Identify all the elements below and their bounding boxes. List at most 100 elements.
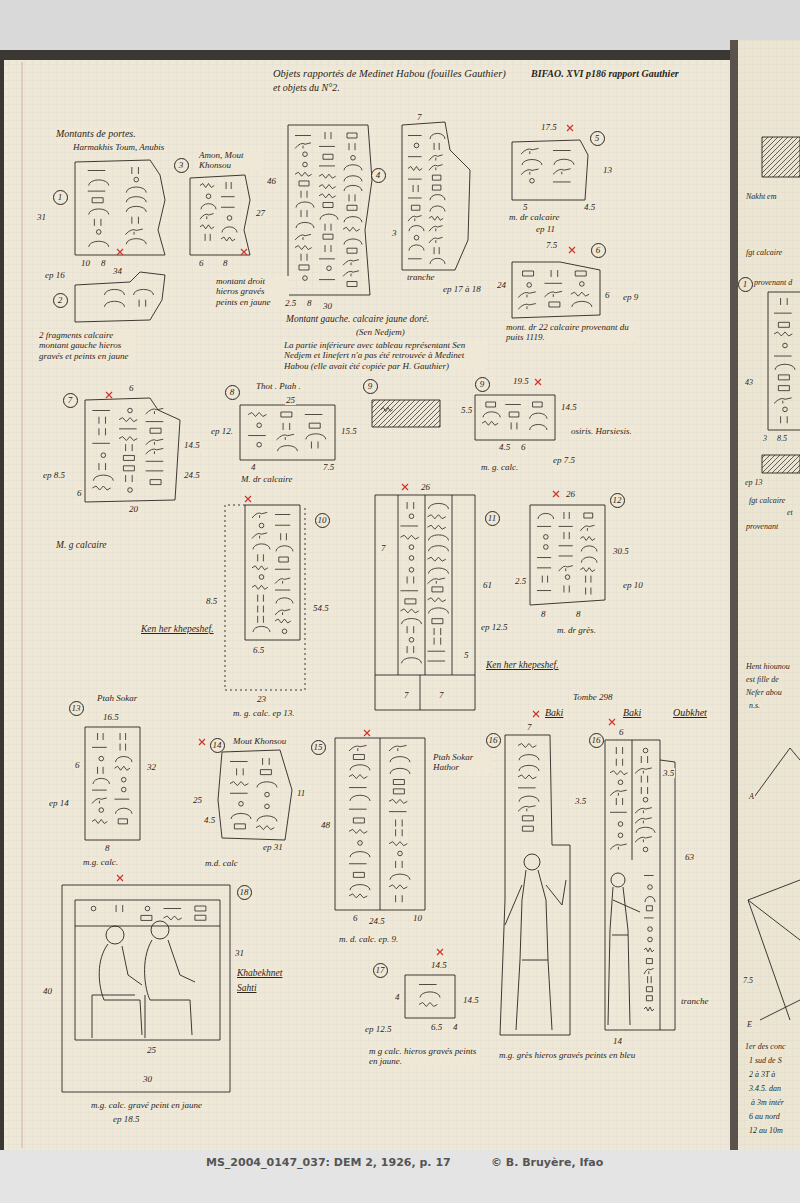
handwritten-note: 4 [452,1022,459,1032]
fragment-outline [75,272,165,322]
fragment-outline [288,125,372,295]
figure-head [611,873,625,887]
handwritten-note: m. dr calcaire [508,212,560,222]
handwritten-note: 20 [128,504,139,514]
handwritten-note: 4 [250,462,257,472]
handwritten-note: ep 18.5 [112,1114,141,1124]
callout-circle: 16 [589,733,604,748]
handwritten-note: 17.5 [540,122,558,132]
callout-number: 2 [58,296,63,305]
handwritten-note: ep 8.5 [42,470,66,480]
check-mark [569,247,575,253]
check-mark [117,875,123,881]
fragment-outline [605,740,675,1030]
callout-number: 11 [488,514,496,523]
callout-circle: 9 [475,377,490,392]
handwritten-note: Montant gauche. calcaire jaune doré. [285,314,430,325]
name-label: Oubkhet [672,707,708,719]
callout-number: 16 [592,736,601,745]
callout-circle: 7 [63,393,78,408]
callout-number: 4 [376,171,381,180]
handwritten-note: 7 [416,112,423,122]
handwritten-note: 27 [255,208,266,218]
handwritten-note: 8 [575,609,582,619]
callout-circle: 15 [311,740,326,755]
handwritten-note: ep 12. [210,426,234,436]
handwritten-note: Nakht em [745,192,777,201]
handwritten-note: 31 [234,948,245,958]
left-page [4,60,732,1150]
handwritten-note: 14.5 [462,995,480,1005]
handwritten-note: tranche [680,996,710,1006]
handwritten-note: E [746,1020,753,1029]
handwritten-note: 25 [192,795,203,805]
handwritten-note: 48 [320,820,331,830]
fragment-outline [85,727,140,840]
handwritten-note: Thot . Ptah . [255,381,302,391]
name-label: Sahti [236,983,258,994]
callout-circle: 2 [53,293,68,308]
fragment-outline [405,975,455,1018]
callout-number: 16 [489,736,498,745]
figure-drawing [145,940,195,1038]
callout-number: 1 [743,280,748,289]
handwritten-note: m.g. calc. gravé peint en jaune [90,1100,203,1110]
callout-number: 3 [179,161,184,170]
handwritten-note: 3.4.5. dan [748,1084,782,1093]
check-mark [402,484,408,490]
callout-number: 5 [595,134,600,143]
hatched-section [762,455,800,473]
handwritten-note: 30.5 [612,546,630,556]
name-label: Ken her khepeshef. [485,660,560,671]
callout-number: 6 [596,246,601,255]
figure-drawing [505,870,566,1030]
callout-number: 13 [72,704,81,713]
fragment-outline [190,175,250,255]
handwritten-note: 6 [520,442,527,452]
callout-number: 7 [68,396,73,405]
check-mark [106,392,112,398]
handwritten-note: tranche [406,272,436,282]
fragment-outline [752,748,800,800]
callout-circle: 13 [69,701,84,716]
handwritten-note: Ptah Sokar Hathor [432,752,492,773]
handwritten-note: 8 [306,298,313,308]
callout-circle: 10 [315,513,330,528]
handwritten-note: montant droit hieros gravés peints en ja… [215,276,289,307]
handwritten-note: n.s. [748,701,761,710]
handwritten-note: A [748,792,755,801]
handwritten-note: (Sen Nedjem) [355,327,406,337]
callout-circle: 1 [738,277,753,292]
handwritten-note: m. dr grès. [556,625,597,635]
callout-circle: 18 [237,885,252,900]
handwritten-note: ep 31 [262,842,284,852]
handwritten-note: 6 [198,258,205,268]
handwritten-note: ep 11 [535,224,556,234]
callout-circle: 1 [53,190,68,205]
handwritten-note: 4.5 [583,202,596,212]
handwritten-note: 2.5 [284,298,297,308]
handwritten-note: 26 [565,489,576,499]
callout-number: 10 [318,516,327,525]
name-label: Ken her khepeshef. [140,624,215,635]
callout-number: 17 [376,966,385,975]
handwritten-note: 12 au 10m [748,1126,784,1135]
handwritten-note: Hent hiounou [745,662,791,671]
handwritten-note: ep 16 [44,270,66,280]
fragment-outline [530,505,605,605]
handwritten-note: 2 fragments calcaire montant gauche hier… [38,330,135,361]
handwritten-note: 6 [604,290,611,300]
handwritten-note: ep 10 [622,580,644,590]
fragment-outline [62,885,230,1092]
handwritten-note: ep 12.5 [480,622,509,632]
handwritten-note: 14.5 [560,402,578,412]
handwritten-note: Ptah Sokar [96,693,138,703]
hatched-section [372,400,440,427]
fragment-outline [768,292,800,430]
callout-circle: 12 [610,493,625,508]
handwritten-note: 8 [100,258,107,268]
callout-number: 18 [240,888,249,897]
handwritten-note: m. g. calc. [480,462,519,472]
handwritten-note: 8 [104,843,111,853]
